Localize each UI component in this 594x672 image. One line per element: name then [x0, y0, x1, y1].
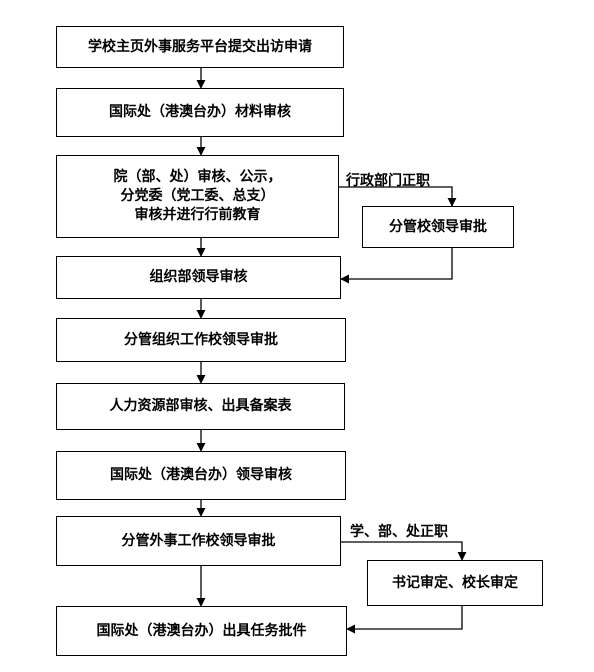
step-organization-review: 组织部领导审核 [56, 256, 341, 299]
branch-label-dept-heads: 学、部、处正职 [350, 524, 448, 540]
branch-secretary-president-approval: 书记审定、校长审定 [367, 560, 543, 606]
step-submit-application: 学校主页外事服务平台提交出访申请 [56, 26, 344, 68]
step-hr-review: 人力资源部审核、出具备案表 [56, 383, 345, 430]
arrow-s8-branch-b [341, 541, 467, 561]
branch-label-admin-heads: 行政部门正职 [346, 173, 430, 189]
step-materials-review: 国际处（港澳台办）材料审核 [56, 88, 344, 137]
arrow-branch-a-s4 [340, 248, 453, 284]
step-org-leader-approval: 分管组织工作校领导审批 [56, 318, 346, 362]
step-issue-task-document: 国际处（港澳台办）出具任务批件 [56, 606, 347, 656]
step-foreign-affairs-approval: 分管外事工作校领导审批 [56, 516, 341, 566]
step-college-review: 院（部、处）审核、公示， 分党委（党工委、总支） 审核并进行行前教育 [56, 155, 339, 238]
college-review-line-2: 分党委（党工委、总支） [120, 188, 275, 205]
college-review-line-3: 审核并进行行前教育 [134, 206, 261, 223]
arrow-branch-b-s9 [346, 606, 463, 634]
step-intl-leader-review: 国际处（港澳台办）领导审核 [56, 451, 346, 500]
branch-leader-approval: 分管校领导审批 [362, 206, 514, 248]
college-review-line-1: 院（部、处）审核、公示， [113, 169, 282, 186]
